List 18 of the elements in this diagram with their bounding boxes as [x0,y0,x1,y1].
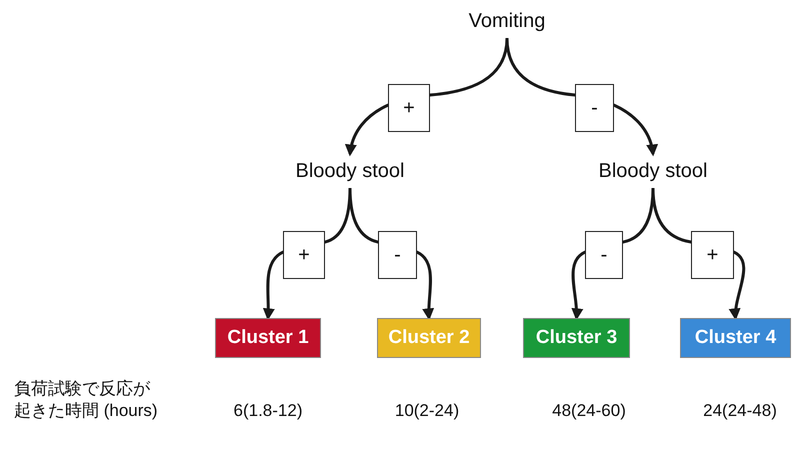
sign-box: + [283,231,325,279]
time-value: 24(24-48) [702,400,778,422]
cluster-box: Cluster 2 [377,318,481,358]
sign-box: + [691,231,734,279]
row-label: 負荷試験で反応が起きた時間 (hours) [14,378,159,422]
cluster-box: Cluster 1 [215,318,321,358]
sign-box: - [575,84,614,132]
cluster-box: Cluster 4 [680,318,791,358]
time-value: 6(1.8-12) [232,400,304,422]
sign-box: - [378,231,417,279]
node-label: Bloody stool [588,154,718,188]
time-value: 48(24-60) [551,400,627,422]
cluster-box: Cluster 3 [523,318,630,358]
time-value: 10(2-24) [394,400,460,422]
node-label: Bloody stool [285,154,415,188]
node-label: Vomiting [460,4,554,38]
sign-box: - [585,231,623,279]
sign-box: + [388,84,430,132]
